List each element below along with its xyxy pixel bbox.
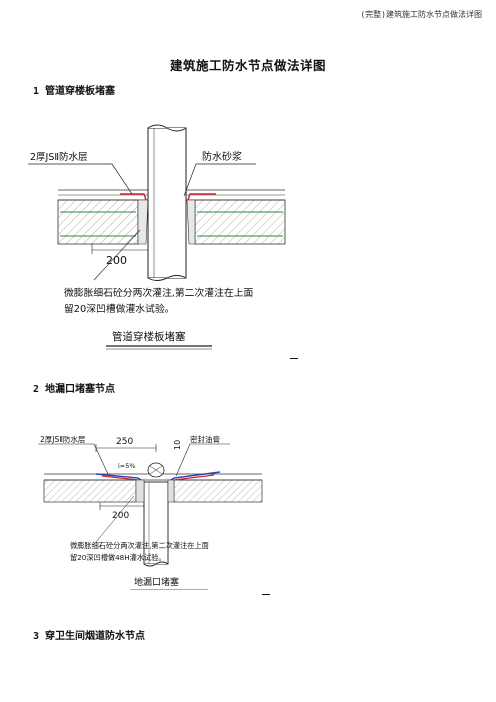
membrane-label: 2厚JSⅡ防水层 (40, 434, 86, 444)
floor-drain-figure: 2厚JSⅡ防水层 250 密封油膏 i=5% 10 200 微膨胀细石砼分两次灌… (34, 430, 270, 590)
section-heading-2: 2 地漏口堵塞节点 (33, 384, 116, 395)
slab-left (57, 199, 139, 245)
drain-pipe (143, 481, 169, 565)
membrane-label: 2厚JSⅡ防水层 (30, 151, 88, 163)
dimension-200: 200 (112, 511, 129, 521)
dimension-200: 200 (106, 254, 127, 267)
page-title: 建筑施工防水节点做法详图 (169, 58, 326, 73)
slab-left (43, 479, 137, 503)
document-header: (完整)建筑施工防水节点做法详图 (360, 10, 482, 19)
dimension-250: 250 (116, 437, 133, 447)
figure-caption: 管道穿楼板堵塞 (112, 330, 186, 343)
dimension-10: 10 (173, 440, 182, 450)
mortar-label: 防水砂浆 (202, 150, 242, 163)
page-mark (290, 358, 298, 359)
slab-right (173, 479, 263, 503)
pipe-through-slab-figure: 2厚JSⅡ防水层 防水砂浆 200 微膨胀细石砼分两次灌注,第二次灌注在上面 留… (20, 120, 310, 350)
note-line-2: 留20深凹槽做灌水试验。 (64, 302, 174, 315)
note-line-1: 微膨胀细石砼分两次灌注,第二次灌注在上面 (64, 286, 253, 299)
section-heading-3: 3 穿卫生间烟道防水节点 (33, 631, 146, 642)
page-mark (262, 594, 270, 595)
slope-label: i=5% (118, 462, 136, 470)
slab-right (194, 199, 286, 245)
pipe (147, 127, 187, 279)
sealant-label: 密封油膏 (190, 434, 220, 444)
figure-caption: 地漏口堵塞 (134, 576, 179, 588)
section-heading-1: 1 管道穿楼板堵塞 (33, 86, 116, 97)
note-line-1: 微膨胀细石砼分两次灌注,第二次灌注在上面 (70, 541, 209, 550)
note-line-2: 留20深凹槽做48H灌水试验。 (70, 553, 166, 562)
